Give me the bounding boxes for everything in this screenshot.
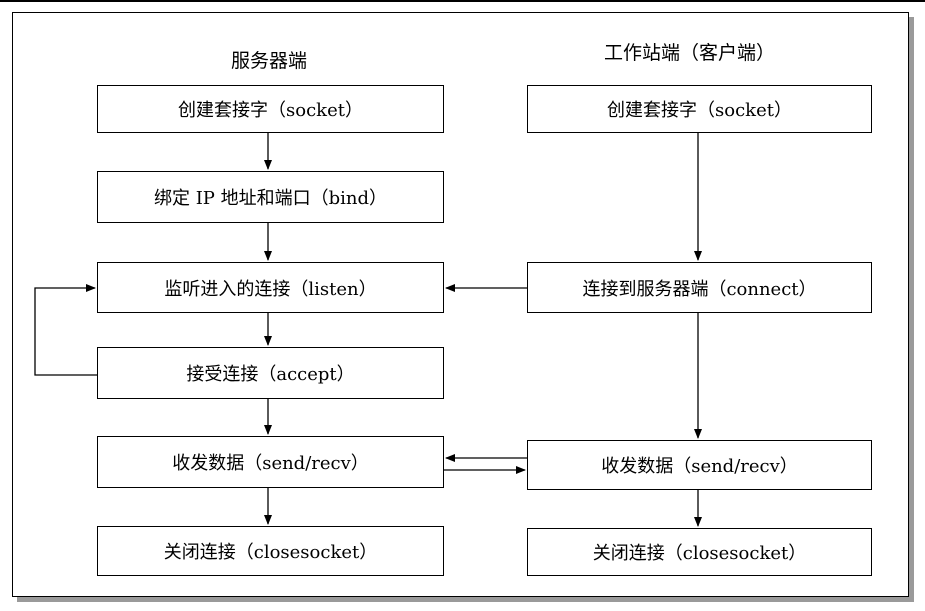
client-connect-box: 连接到服务器端（connect） (527, 262, 872, 313)
server-bind-box: 绑定 IP 地址和端口（bind） (97, 171, 444, 223)
server-create-socket-box: 创建套接字（socket） (97, 85, 444, 133)
server-column-title: 服务器端 (231, 50, 308, 72)
server-accept-box: 接受连接（accept） (97, 347, 444, 399)
arrow-accept-loop-to-listen (34, 284, 97, 376)
server-close-box: 关闭连接（closesocket） (97, 526, 444, 576)
client-sendrecv-box: 收发数据（send/recv） (527, 440, 872, 490)
server-sendrecv-box: 收发数据（send/recv） (97, 436, 444, 488)
server-listen-box: 监听进入的连接（listen） (97, 262, 444, 313)
client-column-title: 工作站端（客户端） (604, 42, 776, 64)
client-create-socket-box: 创建套接字（socket） (527, 85, 872, 133)
client-close-box: 关闭连接（closesocket） (527, 528, 872, 576)
page-top-rule (0, 0, 925, 2)
